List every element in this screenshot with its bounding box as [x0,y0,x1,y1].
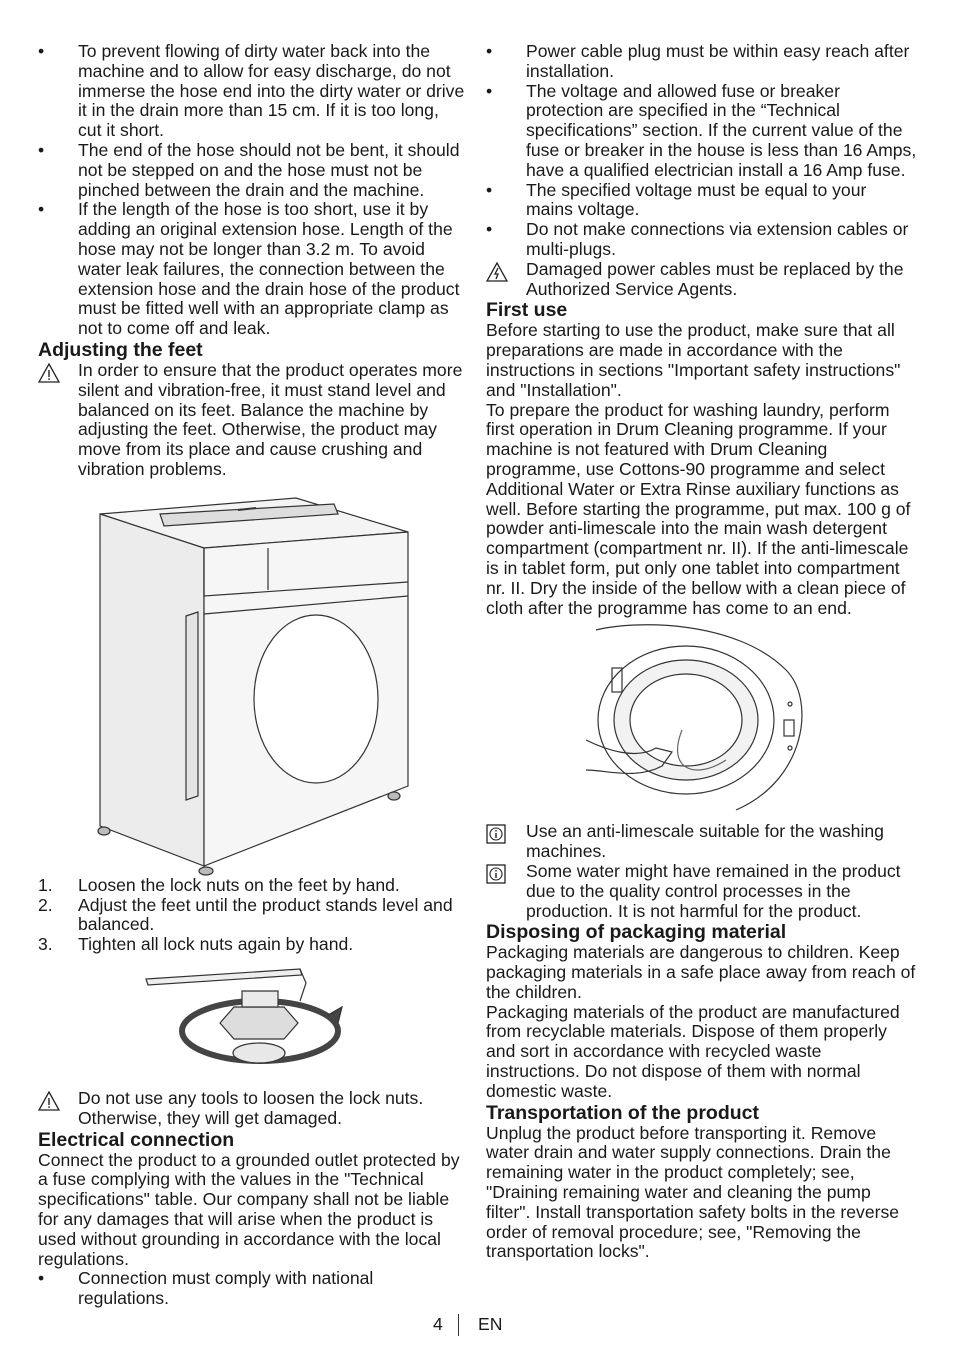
step-text: Tighten all lock nuts again by hand. [78,934,354,955]
first-use-heading: First use [486,299,568,322]
info-icon [486,824,506,844]
electric-warning-icon [486,261,508,282]
language-code: EN [478,1314,503,1334]
info-note: Use an anti-limescale suitable for the w… [486,821,918,862]
page-footer: 4 EN [0,1314,954,1338]
packaging-text: Packaging materials are dangerous to chi… [486,942,916,1002]
list-item: The specified voltage must be equal to y… [486,180,918,221]
step-number: 1. [38,874,53,895]
list-item: 1. Loosen the lock nuts on the feet by ha… [38,874,466,896]
cable-warning-text: Damaged power cables must be replaced by… [526,258,904,299]
info-note-text: Use an anti-limescale suitable for the w… [526,821,884,862]
list-item: Connection must comply with national reg… [38,1268,466,1309]
warning-triangle-icon [38,1090,60,1111]
first-use-text: To prepare the product for washing laund… [486,399,911,618]
page-number: 4 [433,1314,443,1334]
info-note-text: Some water might have remained in the pr… [526,860,901,921]
first-use-text: Before starting to use the product, make… [486,320,901,400]
step-text: Loosen the lock nuts on the feet by hand… [78,874,400,895]
list-item: If the length of the hose is too short, … [38,200,466,339]
list-item: The end of the hose should not be bent, … [38,140,466,200]
list-item: 2. Adjust the feet until the product stan… [38,894,466,936]
feet-warning-text: In order to ensure that the product oper… [78,359,463,479]
feet-warning: In order to ensure that the product oper… [38,359,466,480]
transportation-text: Unplug the product before transporting i… [486,1122,900,1262]
list-item: Power cable plug must be within easy rea… [486,41,918,82]
cable-warning: Damaged power cables must be replaced by… [486,258,918,300]
left-column: To prevent flowing of dirty water back i… [38,41,466,1309]
packaging-text: Packaging materials of the product are m… [486,1001,900,1101]
step-number: 3. [38,934,53,955]
feet-heading: Adjusting the feet [38,338,203,361]
footer-divider [458,1314,459,1336]
info-icon [486,864,506,884]
right-column: Power cable plug must be within easy rea… [486,41,918,1262]
tools-warning: Do not use any tools to loosen the lock … [38,1087,466,1129]
step-number: 2. [38,894,53,915]
info-note: Some water might have remained in the pr… [486,860,918,921]
list-item: 3. Tighten all lock nuts again by hand. [38,934,466,955]
list-item: Do not make connections via extension ca… [486,219,918,260]
tools-warning-text: Do not use any tools to loosen the lock … [78,1087,424,1128]
list-item: To prevent flowing of dirty water back i… [38,41,466,141]
warning-triangle-icon [38,362,60,383]
electrical-heading: Electrical connection [38,1128,235,1151]
transportation-heading: Transportation of the product [486,1101,759,1124]
drum-cleaning-illustration [585,624,803,811]
packaging-heading: Disposing of packaging material [486,921,787,944]
washing-machine-illustration [97,497,409,876]
step-text: Adjust the feet until the product stands… [78,894,453,935]
lock-nut-illustration [145,968,343,1064]
electrical-text: Connect the product to a grounded outlet… [38,1149,460,1269]
list-item: The voltage and allowed fuse or breaker … [486,81,918,181]
